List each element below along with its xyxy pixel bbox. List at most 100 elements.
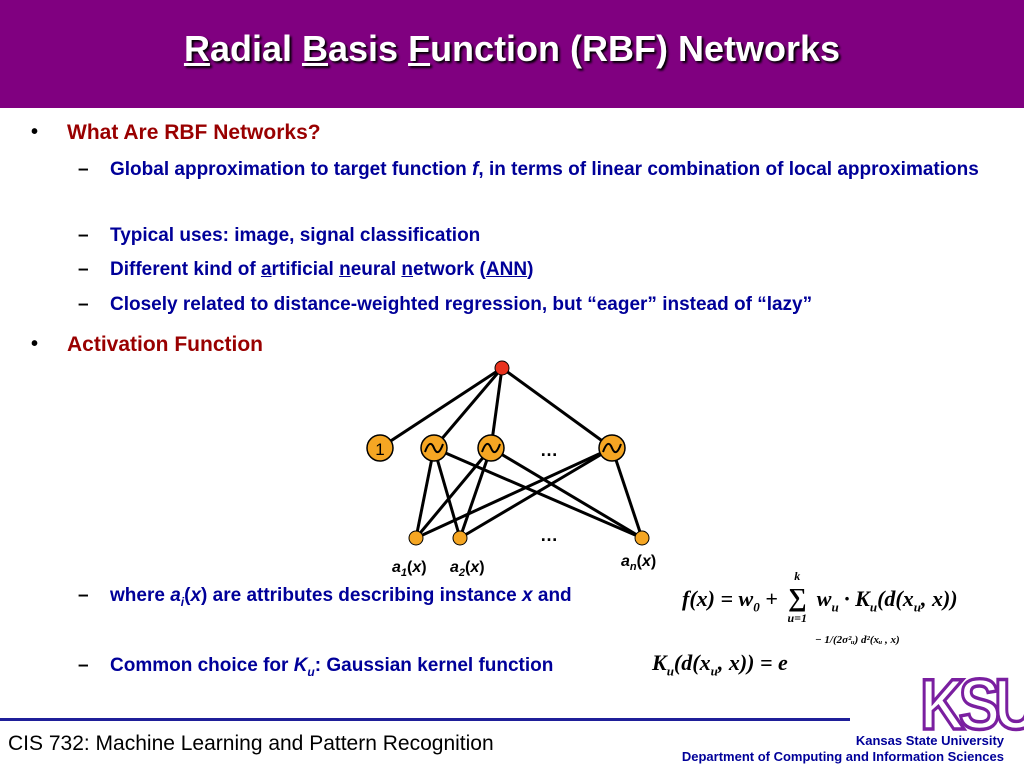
text: where — [110, 585, 171, 606]
x-symbol: x — [190, 585, 202, 606]
input-node-a2 — [452, 530, 468, 546]
input-node-a1 — [408, 530, 424, 546]
end-e: , x)) = e — [717, 650, 788, 675]
hidden-ellipsis: … — [540, 440, 558, 460]
edge — [610, 447, 644, 539]
dash: – — [78, 159, 89, 180]
edge — [459, 446, 613, 540]
bias-label: 1 — [375, 440, 384, 459]
text: , in terms of linear combination of loca… — [478, 159, 979, 180]
exponent: − 1/(2σ²ᵤ) d²(xᵤ , x) — [815, 634, 900, 646]
university-name: Kansas State University — [855, 733, 1004, 748]
text: : Gaussian kernel function — [314, 655, 554, 676]
input-ellipsis: … — [540, 525, 558, 545]
edge — [432, 447, 462, 539]
sub-where-ai: – where ai(x) are attributes describing … — [78, 581, 572, 617]
edge — [379, 366, 503, 450]
dash: – — [78, 259, 89, 280]
title-part-rest: unction (RBF) Networks — [430, 28, 841, 69]
tilde-icon — [602, 442, 622, 454]
output-node — [494, 360, 510, 376]
text: are attributes describing instance — [207, 585, 523, 606]
text: Closely related to distance-weighted reg… — [110, 294, 813, 315]
slide-title: Radial Basis Function (RBF) Networks — [0, 28, 1024, 70]
sub-different-kind: – Different kind of artificial neural ne… — [78, 255, 534, 285]
underline-n1: n — [339, 259, 351, 280]
title-part-asis: asis — [327, 28, 409, 69]
a-symbol: a — [170, 585, 181, 606]
wu-sub: u — [831, 599, 839, 615]
rbf-output-formula: f(x) = w0 + k ∑ u=1 wu · Ku(d(xu, x)) — [682, 569, 958, 625]
bullet-what-are-rbf: • What Are RBF Networks? — [31, 121, 321, 145]
rbf-unit-n — [598, 434, 626, 462]
bullet-dot: • — [31, 121, 39, 143]
sum-symbol: k ∑ u=1 — [783, 569, 811, 625]
text: etwork ( — [413, 259, 486, 280]
dot-k: · K — [838, 586, 870, 611]
title-part-adial: adial — [209, 28, 302, 69]
dash: – — [78, 225, 89, 246]
dash: – — [78, 294, 89, 315]
text: ) — [527, 259, 534, 280]
sum-top: k — [794, 569, 801, 583]
tilde-icon — [424, 442, 444, 454]
w0-sub: 0 — [753, 599, 760, 615]
label-a1: a1(x) — [392, 559, 427, 579]
title-bar — [0, 0, 1024, 108]
title-part-r: R — [183, 28, 210, 69]
f-lhs: f(x) = w — [682, 586, 754, 611]
footer-rule — [0, 718, 850, 721]
bullet-text: What Are RBF Networks? — [67, 121, 321, 144]
gaussian-exponent: − 1/(2σ²ᵤ) d²(xᵤ , x) — [815, 634, 900, 646]
f-symbol: f — [472, 159, 479, 180]
input-node-an — [634, 530, 650, 546]
bias-node — [366, 434, 394, 462]
ann-abbrev: ANN — [485, 259, 528, 280]
bullet-text: Activation Function — [67, 333, 263, 356]
edge — [432, 367, 504, 449]
paren: ) — [201, 585, 208, 606]
text: Different kind of — [110, 259, 261, 280]
rbf-unit-2 — [477, 434, 505, 462]
sub-common-choice: – Common choice for Ku: Gaussian kernel … — [78, 651, 554, 687]
title-part-b: B — [301, 28, 328, 69]
edge — [501, 366, 613, 450]
x-symbol: x — [522, 585, 533, 606]
paren: ( — [184, 585, 191, 606]
ku-sub: u — [666, 663, 674, 679]
department-name: Department of Computing and Information … — [681, 749, 1004, 764]
k-symbol: K — [293, 655, 308, 676]
xu-sub: u — [710, 663, 718, 679]
end: , x)) — [920, 586, 958, 611]
edge — [414, 447, 436, 539]
ku-sub: u — [869, 599, 878, 615]
gaussian-kernel-formula: Ku(d(xu, x)) = e — [652, 650, 788, 679]
label-an: an(x) — [621, 553, 656, 573]
text: Common choice for — [110, 655, 294, 676]
sub-typical-uses: – Typical uses: image, signal classifica… — [78, 221, 481, 251]
sum-sign: ∑ — [787, 583, 807, 612]
i-subscript: i — [180, 594, 185, 609]
xu-sub: u — [913, 599, 921, 615]
ksu-logo: KSU — [919, 664, 1024, 747]
d-x: (d(x — [673, 650, 711, 675]
text: Global approximation to target function — [110, 159, 473, 180]
sum-bottom: u=1 — [787, 611, 807, 625]
sub-global-approx: – Global approximation to target functio… — [78, 155, 990, 185]
d-x: (d(x — [877, 586, 914, 611]
edge — [414, 447, 493, 539]
dash: – — [78, 655, 89, 676]
course-title: CIS 732: Machine Learning and Pattern Re… — [8, 732, 494, 755]
text: and — [532, 585, 572, 606]
tilde-icon — [481, 442, 501, 454]
underline-n2: n — [401, 259, 414, 280]
wu: w — [816, 586, 832, 611]
edge — [415, 446, 613, 540]
text: Typical uses: image, signal classificati… — [110, 225, 481, 246]
network-edges — [379, 366, 644, 540]
text: rtificial — [271, 259, 340, 280]
bullet-activation: • Activation Function — [31, 333, 263, 357]
label-a2: a2(x) — [450, 559, 485, 579]
bullet-dot: • — [31, 333, 39, 355]
dash: – — [78, 585, 89, 606]
